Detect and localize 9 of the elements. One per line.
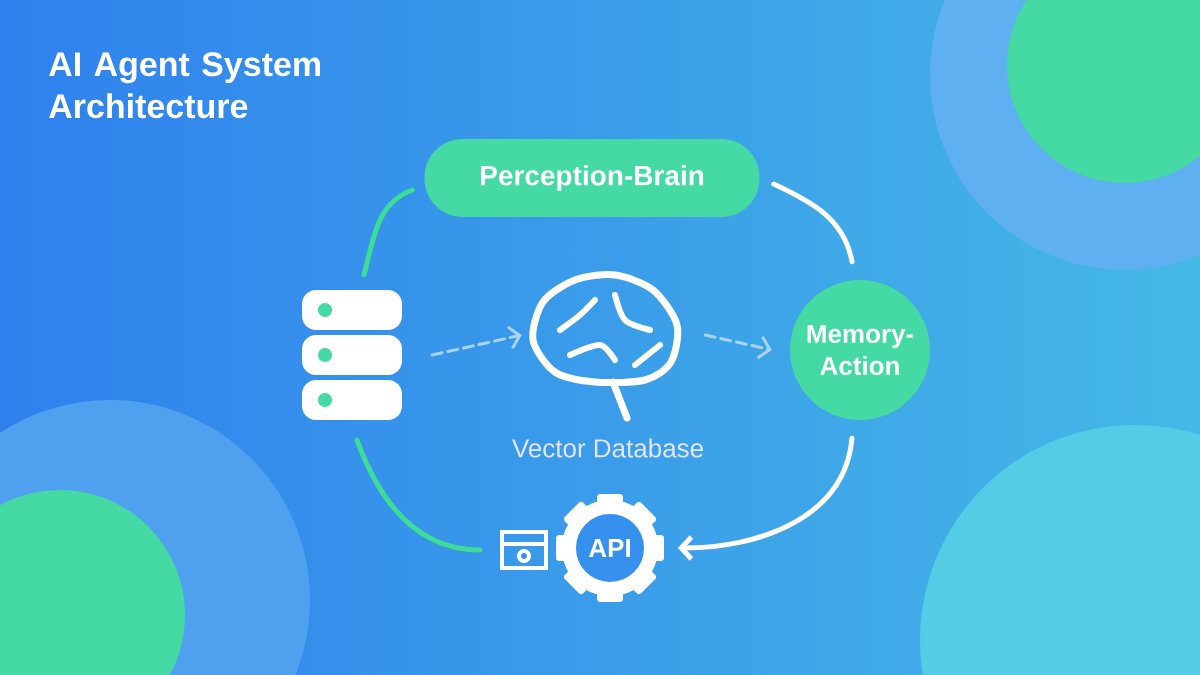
title: AI Agent System Architecture [49, 52, 320, 119]
circle-node: Memory-Action [790, 280, 930, 420]
arrow [703, 333, 772, 360]
caption-text: Vector Database [512, 438, 703, 458]
pill-box: Perception-Brain [424, 139, 760, 217]
arrow [430, 325, 522, 357]
arrow [678, 435, 855, 561]
database-icon [302, 290, 402, 420]
card-icon [500, 530, 548, 570]
